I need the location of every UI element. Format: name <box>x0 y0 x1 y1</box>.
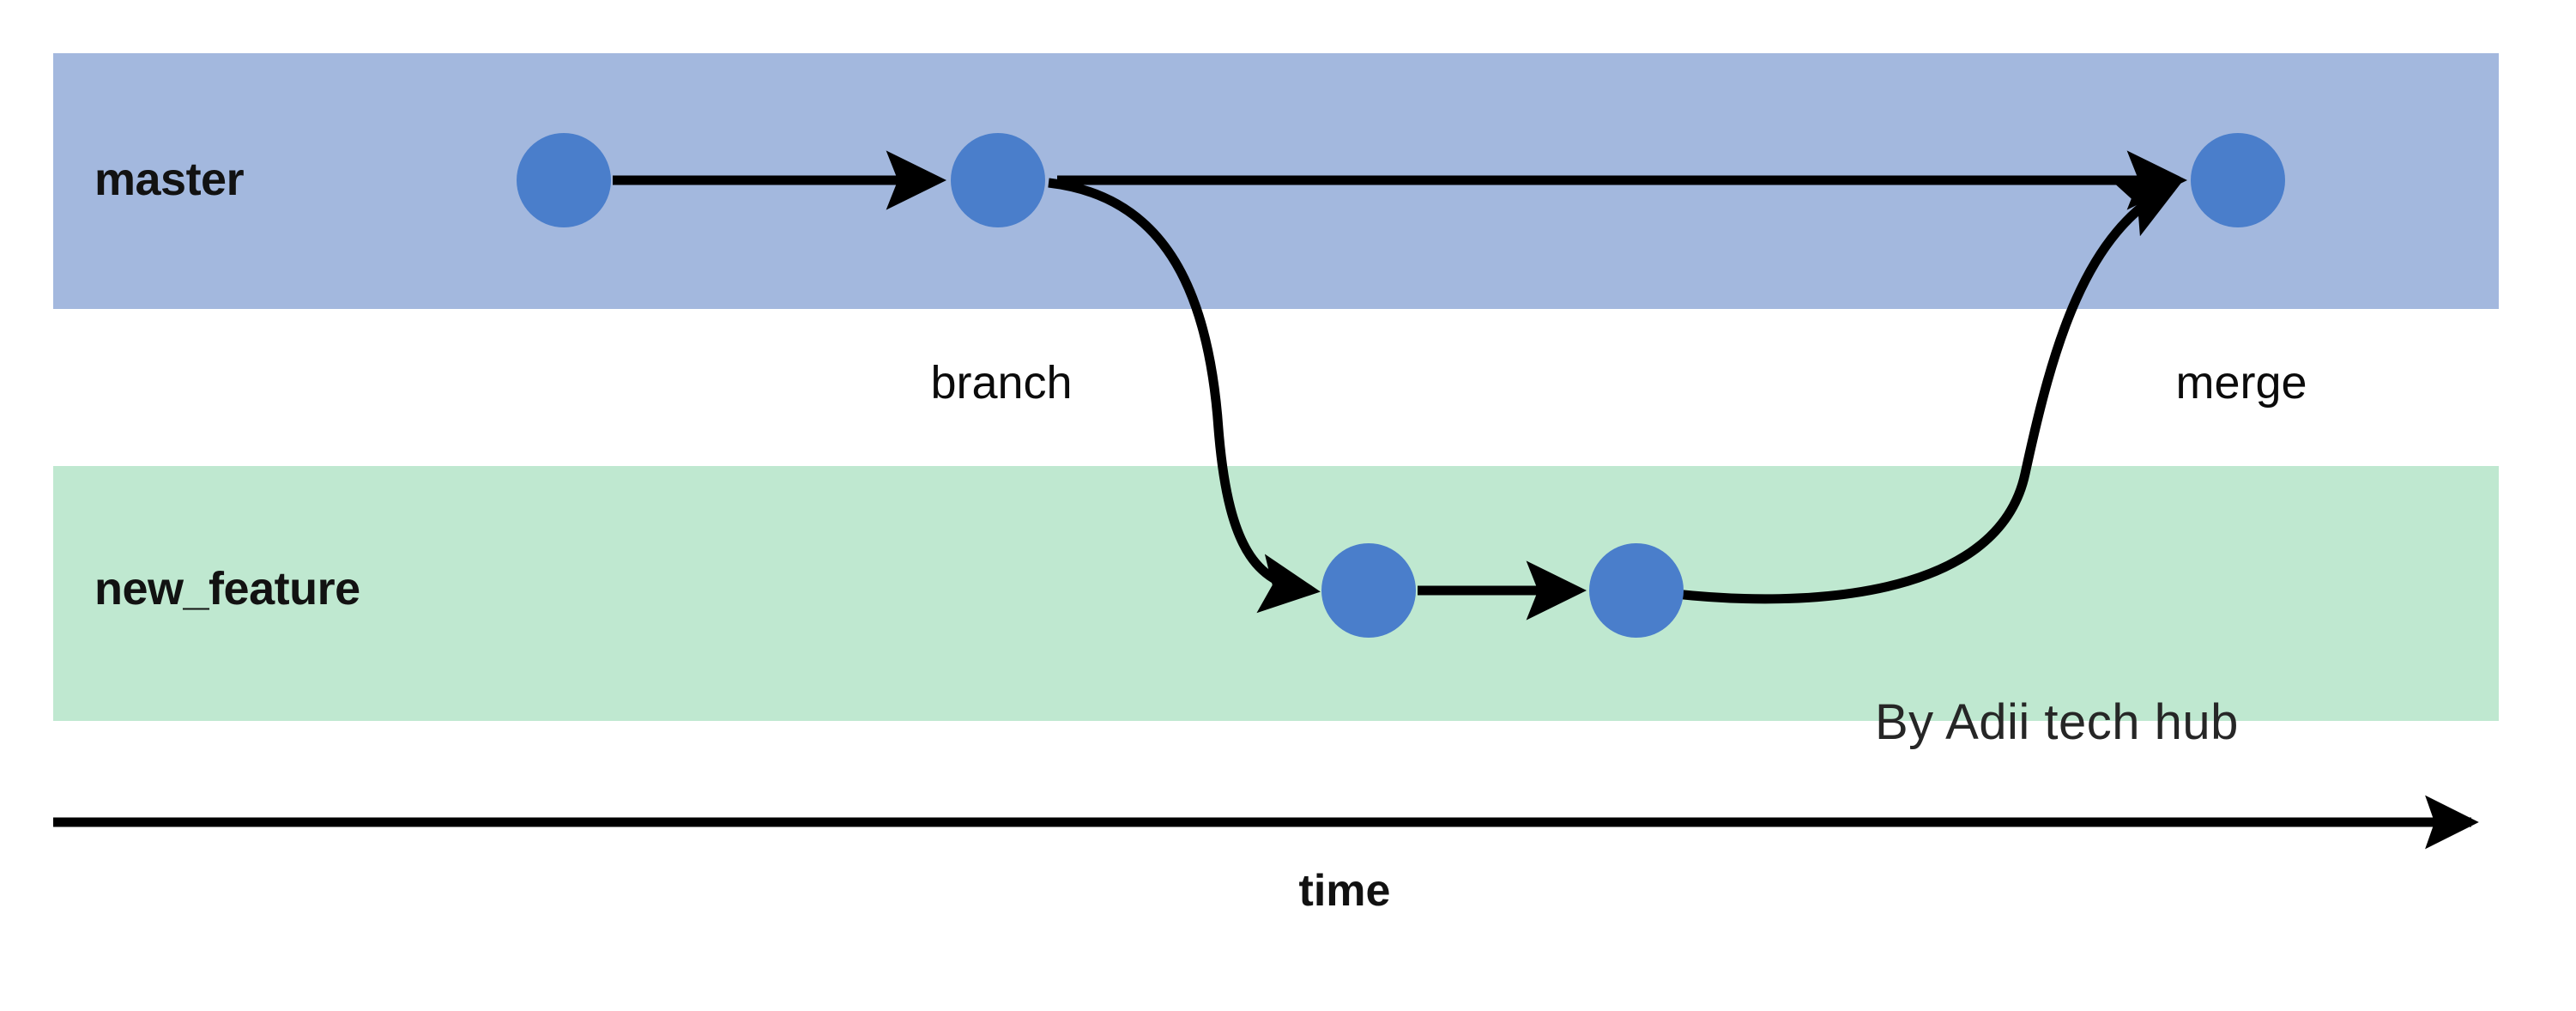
commit-node-master-2[interactable] <box>951 133 1045 227</box>
edge-merge-curve <box>1674 183 2181 604</box>
commit-node-feature-2[interactable] <box>1589 543 1684 638</box>
edge-branch-curve <box>1048 178 1321 614</box>
lane-label-new-feature: new_feature <box>94 563 360 614</box>
annotation-branch: branch <box>930 357 1073 409</box>
commit-node-feature-1[interactable] <box>1321 543 1416 638</box>
commit-edges <box>613 150 2187 621</box>
time-axis-label: time <box>1298 866 1391 916</box>
commit-node-master-1[interactable] <box>517 133 611 227</box>
commit-node-merge[interactable] <box>2191 133 2285 227</box>
annotation-merge: merge <box>2175 357 2307 409</box>
lane-band-new-feature <box>53 466 2499 721</box>
lane-label-master: master <box>94 154 245 205</box>
credit-watermark: By Adii tech hub <box>1875 694 2239 750</box>
commit-nodes <box>517 133 2285 638</box>
